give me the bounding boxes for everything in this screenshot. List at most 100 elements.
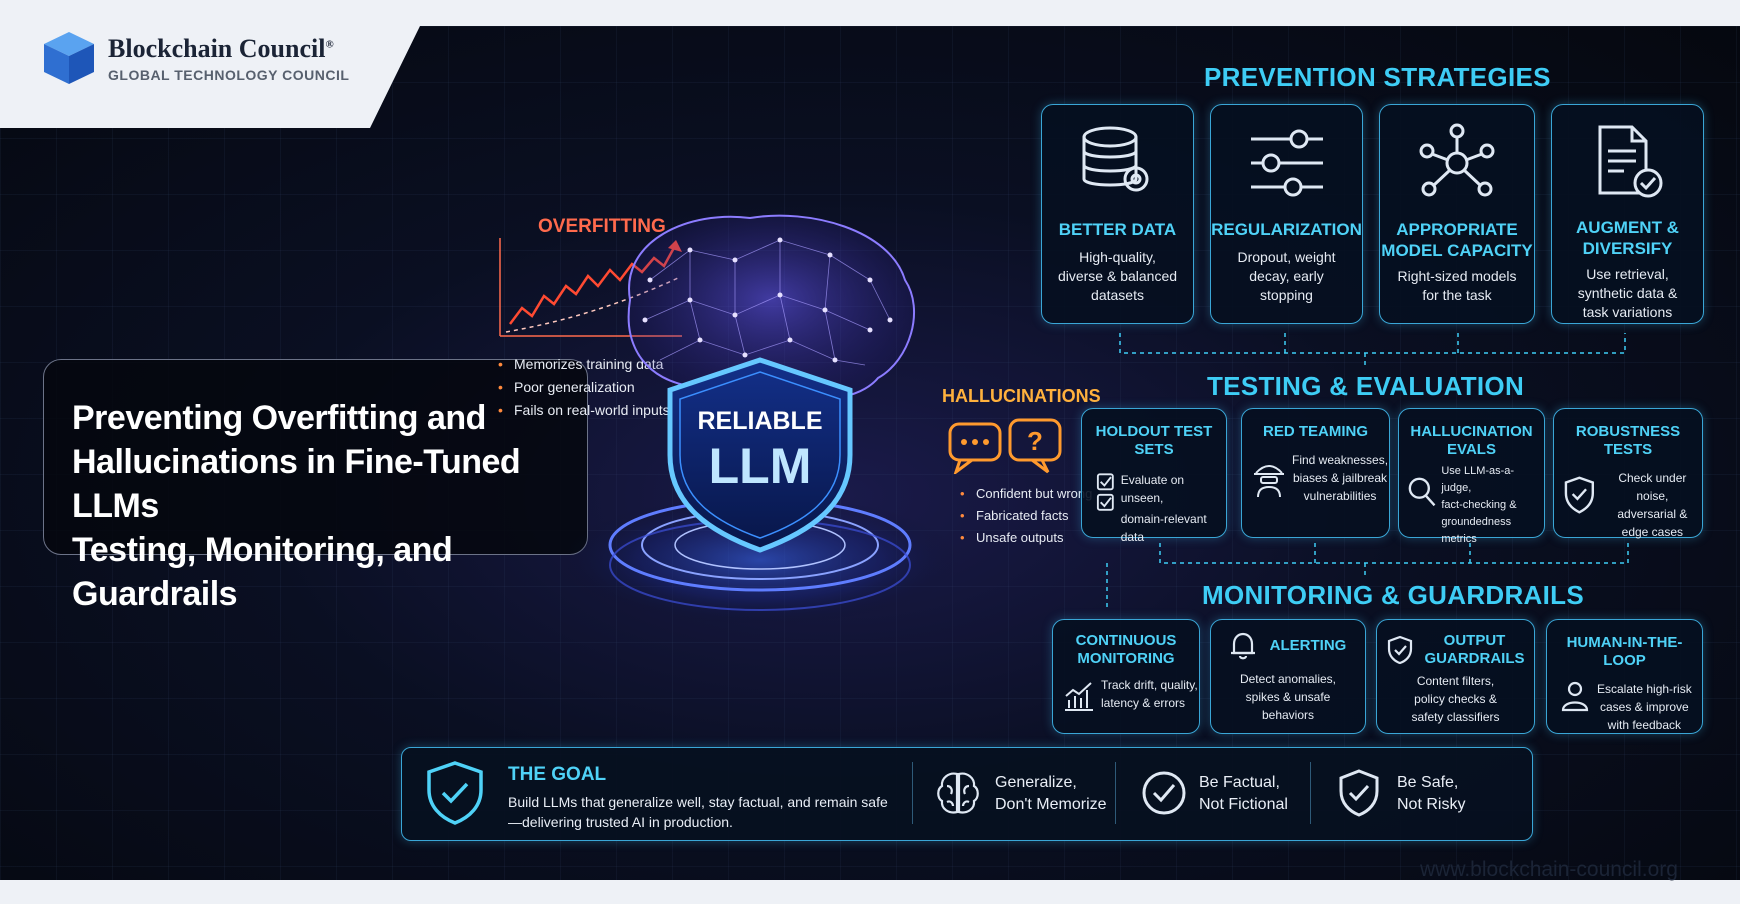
hallucinations-bullets: Confident but wrong Fabricated facts Uns… <box>958 486 1092 552</box>
card-desc-2: decay, early <box>1249 268 1324 284</box>
goal-title: THE GOAL <box>508 764 607 785</box>
card-title: HUMAN-IN-THE-LOOP <box>1566 634 1683 669</box>
card-title-2: MONITORING <box>1077 650 1175 667</box>
goal-item-factual: Be Factual, Not Fictional <box>1199 772 1288 816</box>
card-desc-2: domain-relevant data <box>1120 512 1207 544</box>
goal-box <box>401 747 1533 841</box>
card-title: RED TEAMING <box>1263 423 1368 440</box>
card-title-1: HALLUCINATION <box>1410 423 1533 440</box>
cube-logo-icon <box>44 32 94 84</box>
card-desc-1: High-quality, <box>1079 249 1156 265</box>
card-desc-2: adversarial & <box>1617 507 1688 521</box>
divider <box>1115 762 1116 824</box>
card-hallucination-evals[interactable]: HALLUCINATION EVALS Use LLM-as-a-judge, … <box>1398 408 1545 545</box>
card-title: BETTER DATA <box>1058 220 1177 239</box>
list-item: Confident but wrong <box>958 486 1092 501</box>
magnifier-icon <box>1408 477 1436 507</box>
card-augment-diversify[interactable]: AUGMENT & DIVERSIFY Use retrieval, synth… <box>1551 104 1704 324</box>
network-icon <box>1419 123 1495 197</box>
prevention-title: PREVENTION STRATEGIES <box>1204 62 1551 92</box>
testing-title: TESTING & EVALUATION <box>1207 371 1525 401</box>
document-check-icon <box>1598 125 1662 198</box>
card-title: HOLDOUT TEST SETS <box>1095 423 1213 458</box>
card-desc-1: Find weaknesses, <box>1292 453 1389 467</box>
card-desc-3: groundedness metrics <box>1441 516 1512 545</box>
title-line-2: Hallucinations in Fine-Tuned LLMs <box>72 443 521 525</box>
list-item: Fabricated facts <box>958 508 1092 523</box>
center-label-llm: LLM <box>709 438 812 494</box>
card-desc-3: datasets <box>1091 287 1144 303</box>
card-desc-2: spikes & unsafe <box>1245 690 1331 704</box>
card-desc-1: Evaluate on unseen, <box>1120 473 1185 505</box>
brand-subtitle: GLOBAL TECHNOLOGY COUNCIL <box>108 66 350 83</box>
card-desc-2: biases & jailbreak <box>1292 471 1388 485</box>
card-title-2: GUARDRAILS <box>1424 650 1525 667</box>
hallucinations-title: HALLUCINATIONS <box>942 386 1101 406</box>
card-desc-2: latency & errors <box>1101 696 1186 710</box>
card-desc-2: cases & improve <box>1600 700 1689 714</box>
card-desc-2: diverse & balanced <box>1057 268 1178 284</box>
overfitting-title: OVERFITTING <box>538 216 666 237</box>
card-desc-3: task variations <box>1582 304 1673 320</box>
card-desc-2: for the task <box>1422 287 1492 303</box>
title-line-3: Testing, Monitoring, and Guardrails <box>72 531 453 613</box>
list-item: Poor generalization <box>496 379 670 395</box>
goal-item-line-1: Be Factual, <box>1199 774 1280 791</box>
brain-icon <box>937 772 979 814</box>
sliders-icon <box>1250 129 1323 197</box>
card-continuous-monitoring[interactable]: CONTINUOUS MONITORING Track drift, quali… <box>1052 619 1200 734</box>
hacker-icon <box>1254 465 1284 498</box>
card-human-in-the-loop[interactable]: HUMAN-IN-THE-LOOP Escalate high-risk cas… <box>1546 619 1703 734</box>
divider <box>912 762 913 824</box>
card-desc-1: Use LLM-as-a-judge, <box>1441 465 1515 494</box>
connector-lines <box>1106 333 1629 610</box>
checkbox-list-icon <box>1096 473 1114 511</box>
card-alerting[interactable]: ALERTING Detect anomalies, spikes & unsa… <box>1210 619 1366 734</box>
goal-item-generalize: Generalize, Don't Memorize <box>995 772 1107 816</box>
card-desc-3: vulnerabilities <box>1303 489 1377 503</box>
card-title-2: EVALS <box>1447 441 1496 458</box>
card-output-guardrails[interactable]: OUTPUT GUARDRAILS Content filters, polic… <box>1376 619 1535 734</box>
card-desc-1: Track drift, quality, <box>1101 678 1198 692</box>
goal-item-line-2: Not Fictional <box>1199 796 1288 813</box>
card-desc-2: synthetic data & <box>1577 285 1678 301</box>
list-item: Unsafe outputs <box>958 530 1092 545</box>
card-holdout-test-sets[interactable]: HOLDOUT TEST SETS Evaluate on unseen, do… <box>1081 408 1227 544</box>
card-desc-1: Detect anomalies, <box>1239 672 1337 686</box>
goal-item-safe: Be Safe, Not Risky <box>1397 772 1465 816</box>
card-title-1: AUGMENT & <box>1576 218 1679 237</box>
card-desc-1: Dropout, weight <box>1237 249 1336 265</box>
monitoring-title: MONITORING & GUARDRAILS <box>1202 580 1584 610</box>
card-desc-1: Escalate high-risk <box>1597 682 1692 696</box>
brain-shield-illustration: RELIABLE LLM <box>560 214 960 625</box>
card-title: REGULARIZATION <box>1211 220 1362 239</box>
list-item: Memorizes training data <box>496 356 670 372</box>
divider <box>1310 762 1311 824</box>
card-title-1: OUTPUT <box>1443 632 1506 649</box>
hallucination-icons: ? <box>948 418 1062 474</box>
chart-trend-icon <box>1065 682 1093 711</box>
title-line-1: Preventing Overfitting and <box>72 399 486 437</box>
card-regularization[interactable]: REGULARIZATION Dropout, weight decay, ea… <box>1210 104 1363 324</box>
card-title: ALERTING <box>1269 637 1347 654</box>
website-link[interactable]: www.blockchain-council.org <box>1420 858 1678 881</box>
database-gear-icon <box>1082 126 1148 192</box>
goal-description: Build LLMs that generalize well, stay fa… <box>508 794 888 830</box>
card-desc-2: policy checks & <box>1414 692 1497 706</box>
brand-logo[interactable]: Blockchain Council® GLOBAL TECHNOLOGY CO… <box>42 30 349 86</box>
bell-icon <box>1230 632 1255 660</box>
card-model-capacity[interactable]: APPROPRIATE MODEL CAPACITY Right-sized m… <box>1379 104 1535 324</box>
shield-check-icon <box>1387 635 1412 665</box>
card-desc-1: Check under noise, <box>1618 471 1687 503</box>
speech-bubble-icon <box>948 422 1002 474</box>
card-title-1: CONTINUOUS <box>1075 632 1177 649</box>
card-red-teaming[interactable]: RED TEAMING Find weaknesses, biases & ja… <box>1241 408 1390 538</box>
person-icon <box>1561 681 1589 712</box>
card-better-data[interactable]: BETTER DATA High-quality, diverse & bala… <box>1041 104 1194 324</box>
goal-item-line-1: Generalize, <box>995 774 1077 791</box>
card-desc-3: edge cases <box>1621 525 1684 539</box>
card-title-1: APPROPRIATE <box>1396 220 1518 239</box>
card-robustness-tests[interactable]: ROBUSTNESS TESTS Check under noise, adve… <box>1553 408 1703 539</box>
card-desc-2: fact-checking & <box>1441 499 1517 511</box>
